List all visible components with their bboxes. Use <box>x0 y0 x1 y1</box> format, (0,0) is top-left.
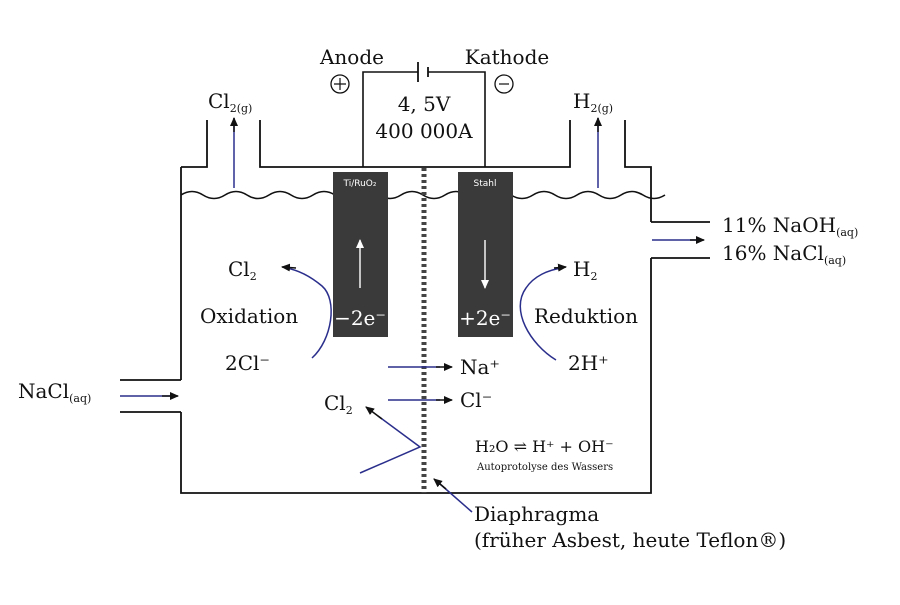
plus-icon <box>330 74 350 94</box>
cell-left-wall <box>180 167 652 494</box>
two-h-label: 2H⁺ <box>568 351 609 375</box>
h2-gas-label: H2(g) <box>573 89 613 115</box>
voltage-label: 4, 5V <box>398 92 451 116</box>
diaphragma-arrow-icon <box>433 478 447 490</box>
oxidation-label: Oxidation <box>200 304 298 328</box>
naoh-outlet-label: 11% NaOH(aq) <box>722 213 858 239</box>
diaphragma-note: (früher Asbest, heute Teflon®) <box>474 528 786 552</box>
kathode-label: Kathode <box>465 45 549 69</box>
two-cl-label: 2Cl⁻ <box>225 351 270 375</box>
anode-label: Anode <box>319 45 384 69</box>
reduktion-label: Reduktion <box>534 304 638 328</box>
na-plus-label: Na⁺ <box>460 355 500 379</box>
anode-electrons-label: −2e⁻ <box>334 306 386 330</box>
diaphragma-label: Diaphragma <box>474 502 599 526</box>
nacl-inlet-label: NaCl(aq) <box>18 379 91 405</box>
anode-material-label: Ti/RuO₂ <box>343 179 377 189</box>
autoprotolyse-label: Autoprotolyse des Wassers <box>476 462 613 473</box>
supply-wire <box>362 71 486 167</box>
reduction-arrow-icon <box>553 263 567 272</box>
cell-right-wall-upper <box>624 120 652 222</box>
cl2-gas-label: Cl2(g) <box>208 89 252 115</box>
oxidation-curve <box>285 267 332 359</box>
cl-minus-label: Cl⁻ <box>460 388 492 412</box>
current-label: 400 000A <box>375 119 473 143</box>
cl2-anode-label: Cl2 <box>228 257 257 283</box>
oxidation-arrow-icon <box>281 263 297 272</box>
h2-cathode-label: H2 <box>573 257 597 283</box>
nacl-outlet-label: 16% NaCl(aq) <box>722 241 846 267</box>
cl2-formation-arrow-icon <box>365 406 383 420</box>
inlet-pipe <box>120 379 181 413</box>
plus-icon-cross <box>334 78 346 90</box>
cathode-electrons-label: +2e⁻ <box>459 306 511 330</box>
outlet-pipe <box>651 221 710 259</box>
cell-top-left <box>181 120 571 168</box>
water-equation: H₂O ⇌ H⁺ + OH⁻ <box>475 437 614 456</box>
cl2-formation-path <box>359 415 422 474</box>
minus-icon <box>494 74 514 94</box>
reduction-curve <box>519 267 563 361</box>
cl2-lower-label: Cl2 <box>324 391 353 417</box>
cathode-material-label: Stahl <box>474 179 497 189</box>
